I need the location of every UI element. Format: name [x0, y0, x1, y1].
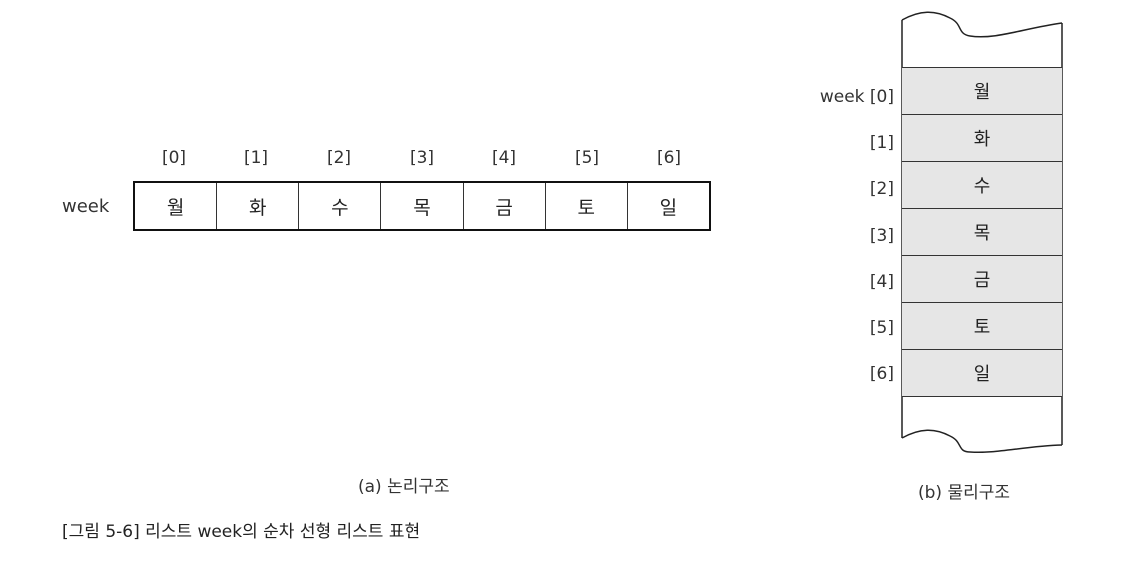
memory-cell-5: 토 — [902, 303, 1062, 350]
logical-cell-1: 화 — [217, 183, 300, 229]
memory-cell-3: 목 — [902, 209, 1062, 256]
logical-var-name: week — [62, 196, 110, 217]
logical-index-4: [4] — [491, 148, 517, 168]
logical-index-2: [2] — [326, 148, 352, 168]
logical-index-1: [1] — [243, 148, 269, 168]
physical-index-3: [3] — [869, 226, 894, 246]
logical-cell-2: 수 — [299, 183, 382, 229]
memory-cell-4: 금 — [902, 256, 1062, 303]
memory-bottom-break — [901, 429, 1063, 453]
logical-array: 월 화 수 목 금 토 일 — [133, 181, 711, 231]
physical-index-2: [2] — [869, 179, 894, 199]
physical-index-4: [4] — [869, 272, 894, 292]
logical-cell-6: 일 — [659, 196, 678, 219]
physical-index-5: [5] — [869, 318, 894, 338]
logical-cell-5: 토 — [546, 183, 628, 229]
logical-index-3: [3] — [409, 148, 435, 168]
physical-index-0: week [0] — [819, 87, 894, 107]
logical-cell-3: 목 — [381, 183, 464, 229]
physical-index-1: [1] — [869, 133, 894, 153]
logical-index-5: [5] — [574, 148, 600, 168]
logical-index-6: [6] — [656, 148, 682, 168]
memory-cell-1: 화 — [902, 115, 1062, 162]
logical-cell-0: 월 — [135, 183, 218, 229]
logical-cell-4: 금 — [464, 183, 546, 229]
physical-caption: (b) 물리구조 — [918, 483, 1011, 503]
memory-cell-6: 일 — [902, 350, 1062, 397]
memory-top-break — [901, 11, 1063, 38]
memory-cell-0: 월 — [902, 67, 1062, 115]
logical-caption: (a) 논리구조 — [358, 477, 450, 497]
figure-caption: [그림 5-6] 리스트 week의 순차 선형 리스트 표현 — [62, 522, 421, 542]
logical-index-0: [0] — [161, 148, 187, 168]
memory-cells: 월 화 수 목 금 토 일 — [902, 67, 1062, 397]
physical-index-6: [6] — [869, 364, 894, 384]
memory-cell-2: 수 — [902, 162, 1062, 209]
